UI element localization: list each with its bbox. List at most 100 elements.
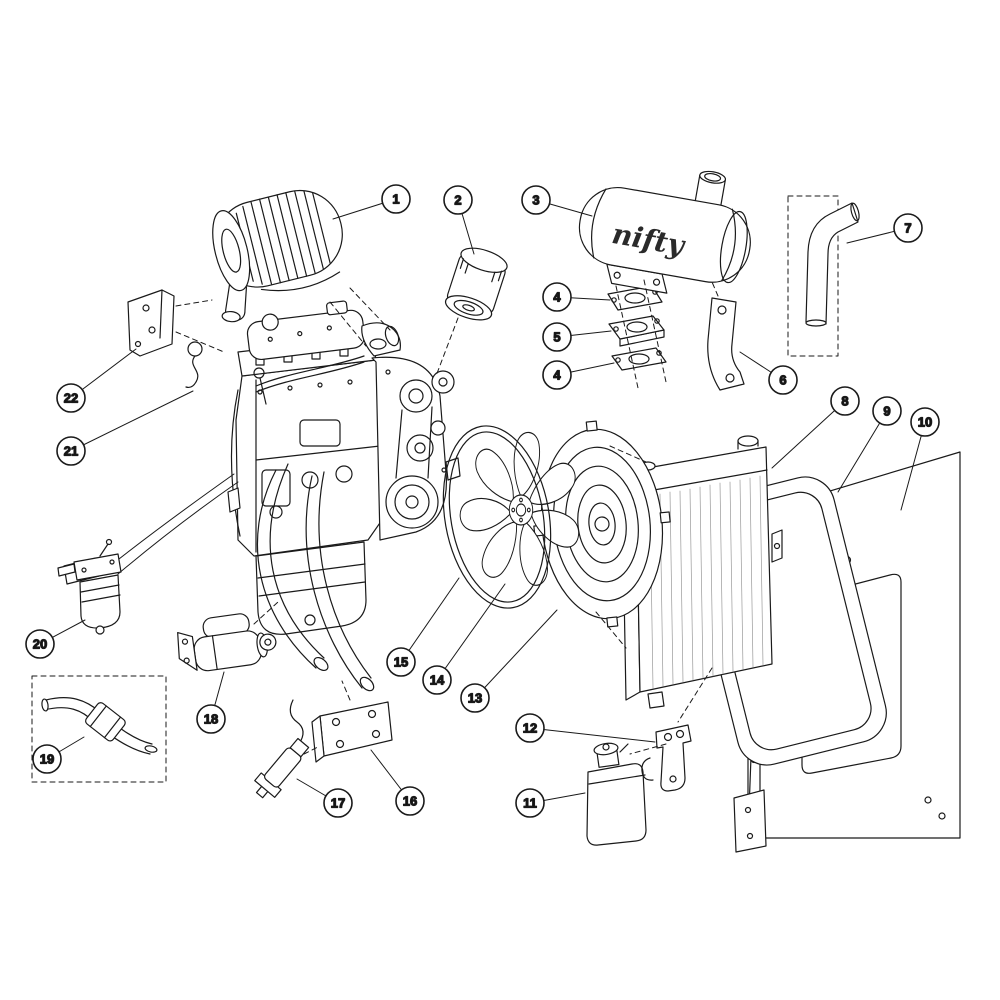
part-gasket-upper — [607, 285, 663, 311]
callout-4: 4 — [542, 360, 572, 390]
callout-1: 1 — [381, 184, 411, 214]
callout-14: 14 — [422, 665, 452, 695]
callout-19: 19 — [32, 744, 62, 774]
callout-circle-4 — [542, 282, 572, 312]
callout-number-11: 11 — [523, 796, 537, 811]
part-fuel-hose — [41, 697, 158, 755]
part-lifting-hook — [185, 341, 203, 389]
callout-circle-10 — [910, 407, 940, 437]
callout-16: 16 — [395, 786, 425, 816]
part-air-cleaner — [212, 189, 343, 323]
callout-circle-18 — [196, 704, 226, 734]
callout-circle-19 — [32, 744, 62, 774]
callout-number-9: 9 — [883, 404, 890, 419]
part-bracket-12 — [641, 724, 692, 792]
callout-10: 10 — [910, 407, 940, 437]
part-starter-motor — [177, 613, 277, 672]
callout-7: 7 — [893, 213, 923, 243]
part-muffler: nifty — [578, 170, 751, 294]
part-engine-assembly — [109, 300, 461, 692]
callout-number-14: 14 — [430, 673, 445, 688]
part-fan — [457, 431, 583, 591]
callout-8: 8 — [830, 386, 860, 416]
callout-number-3: 3 — [532, 193, 539, 208]
callout-circle-4 — [542, 360, 572, 390]
callout-20: 20 — [25, 629, 55, 659]
callout-circle-7 — [893, 213, 923, 243]
callout-circle-20 — [25, 629, 55, 659]
part-fan-shroud-ring — [442, 425, 552, 609]
callout-12: 12 — [515, 713, 545, 743]
callout-number-5: 5 — [553, 330, 560, 345]
callout-circle-11 — [515, 788, 545, 818]
callout-number-21: 21 — [64, 444, 78, 459]
callout-number-4: 4 — [553, 290, 561, 305]
callout-leader-9 — [837, 410, 888, 493]
callout-leader-12 — [529, 727, 656, 743]
callout-number-20: 20 — [33, 637, 47, 652]
callout-circle-8 — [830, 386, 860, 416]
callout-5: 5 — [542, 322, 572, 352]
exhaust-guide-box — [787, 195, 839, 357]
callout-circle-17 — [323, 788, 353, 818]
callout-18: 18 — [196, 704, 226, 734]
callout-leader-14 — [436, 583, 506, 681]
callout-circle-3 — [521, 185, 551, 215]
callout-11: 11 — [515, 788, 545, 818]
part-muffler-bracket — [707, 297, 745, 391]
callout-circle-15 — [386, 647, 416, 677]
callout-circle-2 — [443, 185, 473, 215]
callout-circle-5 — [542, 322, 572, 352]
callout-number-18: 18 — [204, 712, 218, 727]
callout-number-6: 6 — [779, 373, 786, 388]
callout-circle-1 — [381, 184, 411, 214]
callout-number-10: 10 — [918, 415, 932, 430]
part-bracket-22 — [127, 289, 175, 357]
callout-17: 17 — [323, 788, 353, 818]
callout-number-13: 13 — [468, 691, 482, 706]
callout-circle-14 — [422, 665, 452, 695]
callout-leader-15 — [400, 577, 460, 663]
part-gasket-lower — [611, 347, 667, 371]
callout-circle-21 — [56, 436, 86, 466]
callout-circle-13 — [460, 683, 490, 713]
callout-circle-12 — [515, 713, 545, 743]
callout-number-17: 17 — [331, 796, 345, 811]
callout-number-16: 16 — [403, 794, 417, 809]
assembly-guide-lines — [175, 279, 719, 755]
part-bracket-16 — [311, 701, 393, 763]
callout-number-7: 7 — [904, 221, 911, 236]
callout-number-22: 22 — [64, 391, 78, 406]
callout-number-2: 2 — [454, 193, 461, 208]
callout-9: 9 — [872, 396, 902, 426]
part-oil-filter — [444, 247, 508, 321]
callout-circle-9 — [872, 396, 902, 426]
callout-circle-6 — [768, 365, 798, 395]
hose-guide-box — [31, 675, 167, 783]
callout-21: 21 — [56, 436, 86, 466]
callout-number-8: 8 — [841, 394, 848, 409]
callout-3: 3 — [521, 185, 551, 215]
callout-4: 4 — [542, 282, 572, 312]
callout-6: 6 — [768, 365, 798, 395]
callout-13: 13 — [460, 683, 490, 713]
callout-number-4: 4 — [553, 368, 561, 383]
part-exhaust-stack — [805, 202, 860, 327]
callout-15: 15 — [386, 647, 416, 677]
callout-circle-16 — [395, 786, 425, 816]
callout-22: 22 — [56, 383, 86, 413]
callout-leader-13 — [474, 609, 558, 699]
part-fuel-filter — [57, 538, 122, 635]
callout-number-1: 1 — [392, 192, 399, 207]
callout-2: 2 — [443, 185, 473, 215]
callout-number-19: 19 — [40, 752, 54, 767]
callout-leader-8 — [771, 400, 846, 469]
callout-number-15: 15 — [394, 655, 408, 670]
callout-leader-21 — [70, 390, 194, 452]
part-exhaust-spacer — [608, 315, 665, 347]
part-temperature-sender — [254, 699, 310, 799]
part-overflow-bottle — [586, 742, 647, 846]
